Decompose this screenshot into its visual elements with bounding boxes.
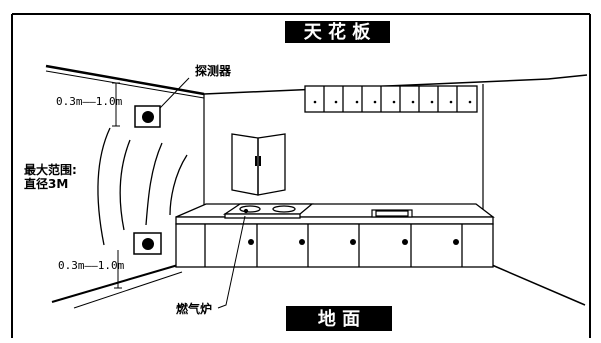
- cabinet-knob-icon: [248, 239, 459, 245]
- diagram-frame: [11, 13, 591, 338]
- distance-marker-bottom: [114, 250, 122, 289]
- distance-marker-top: [112, 82, 120, 127]
- distance-label-top: 0.3m——1.0m: [56, 95, 123, 108]
- range-label-line1: 最大范围:: [24, 162, 77, 177]
- range-label-line2: 直径3M: [24, 176, 68, 191]
- upper-cabinets: [304, 85, 478, 113]
- kitchen-counter: [175, 203, 495, 268]
- detection-range-arcs: [97, 127, 188, 246]
- sink-icon: [371, 209, 413, 218]
- floor-label: 地 面: [318, 308, 360, 330]
- detector-leader-line: [159, 77, 190, 109]
- smoke-detector-icon: [133, 232, 162, 255]
- ceiling-label: 天 花 板: [304, 21, 372, 43]
- detector-label: 探测器: [195, 63, 232, 78]
- gas-stove-icon: [222, 203, 314, 219]
- smoke-detector-icon: [134, 105, 161, 128]
- stove-label: 燃气炉: [176, 301, 212, 316]
- window: [231, 133, 286, 196]
- floor-banner: 地 面: [286, 306, 392, 331]
- ceiling-banner: 天 花 板: [285, 21, 390, 43]
- distance-label-bottom: 0.3m——1.0m: [58, 259, 125, 272]
- stove-leader-line: [217, 215, 246, 309]
